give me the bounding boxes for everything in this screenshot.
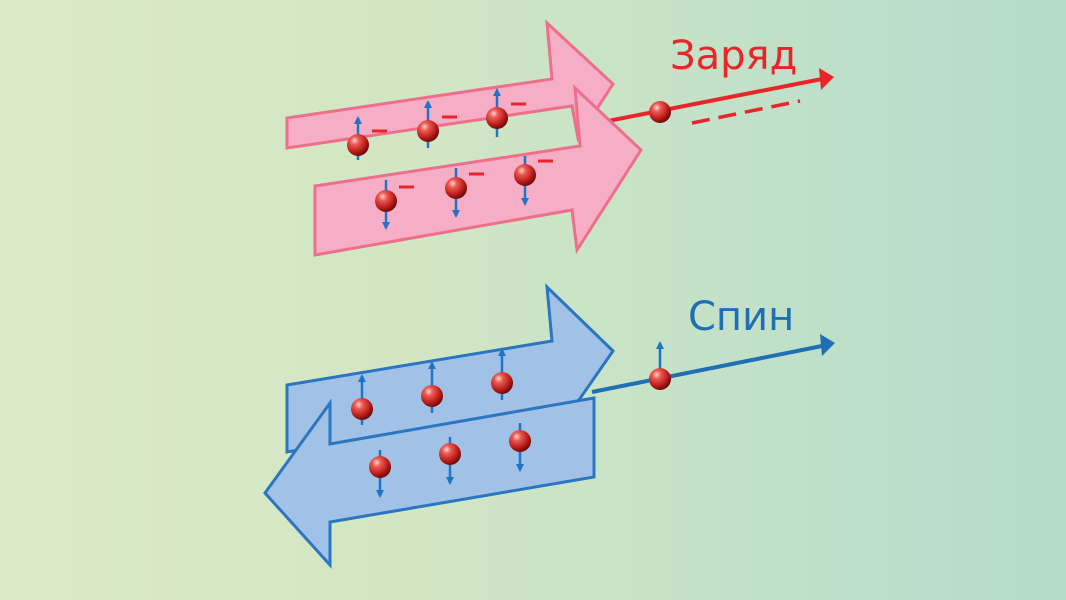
charge-electron-down-1 [375,180,414,230]
charge-group [285,19,834,257]
charge-electron-up-2 [417,100,457,148]
spin-arrowhead [820,334,835,356]
charge-arrow-upper [285,19,615,150]
spin-electron-up-3 [491,348,513,400]
charge-transport-electron [649,101,671,123]
spin-electron-up-1 [351,374,373,425]
spin-electron-down-2 [439,437,461,485]
charge-electron-up-1 [347,116,387,160]
charge-label: Заряд [670,33,798,79]
spin-transport-electron [649,341,671,390]
charge-arrow-lower [313,84,643,257]
spin-line [591,344,823,394]
spin-group [263,283,835,569]
charge-electron-up-3 [486,88,526,137]
spin-electron-up-2 [421,361,443,413]
spin-electron-down-3 [509,423,531,472]
charge-line [607,77,823,123]
spin-label: Спин [688,294,795,340]
charge-electron-down-3 [514,156,553,206]
spin-electron-down-1 [369,450,391,498]
charge-electron-down-2 [445,168,484,218]
charge-dashed-line [691,99,801,125]
charge-arrowhead [819,68,834,90]
